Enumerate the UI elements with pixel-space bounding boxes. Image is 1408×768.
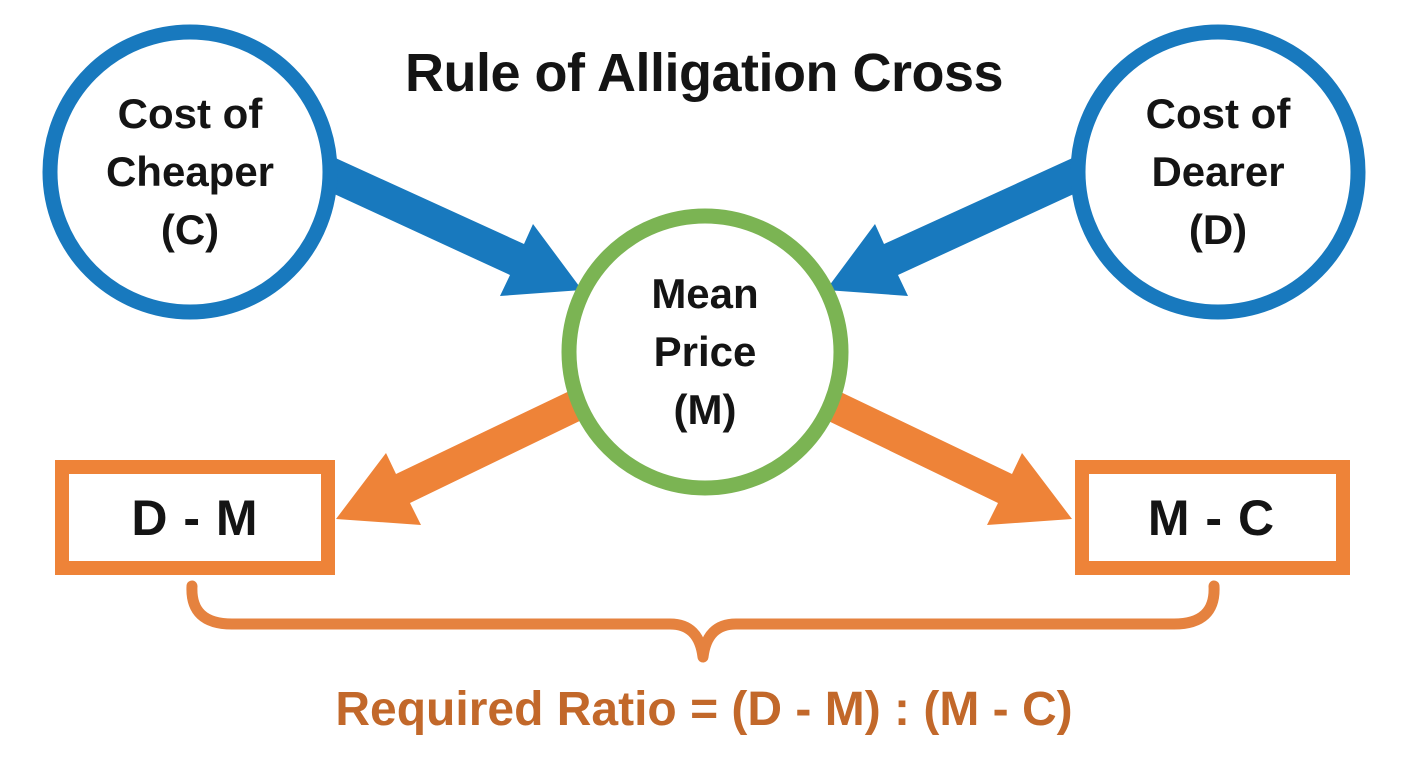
dearer-line-3: (D)	[1188, 205, 1248, 253]
arrow-cheaper-to-mean-icon	[293, 145, 582, 296]
mean-line-1: Mean	[651, 270, 759, 318]
cheaper-line-2: Cheaper	[105, 148, 275, 196]
mc-box	[1075, 460, 1350, 575]
dm-box-label: D - M	[131, 489, 259, 546]
cheaper-line-1: Cost of	[117, 90, 263, 138]
dearer-circle-label: Cost of Dearer (D)	[1068, 22, 1368, 322]
dearer-circle	[1070, 24, 1366, 320]
mean-circle	[561, 208, 849, 496]
mean-line-3: (M)	[673, 385, 737, 433]
dearer-line-1: Cost of	[1145, 90, 1291, 138]
cheaper-line-3: (C)	[160, 205, 220, 253]
cheaper-circle	[42, 24, 338, 320]
mc-box-label: M - C	[1147, 489, 1276, 546]
cheaper-circle-label: Cost of Cheaper (C)	[40, 22, 340, 322]
dm-box	[55, 460, 335, 575]
ratio-brace-icon	[186, 580, 1220, 663]
mean-line-2: Price	[653, 328, 757, 376]
diagram-title: Rule of Alligation Cross	[404, 43, 1004, 103]
dearer-line-2: Dearer	[1151, 148, 1285, 196]
arrow-mean-to-dm-icon	[336, 374, 619, 525]
arrow-mean-to-mc-icon	[789, 374, 1072, 525]
arrow-dearer-to-mean-icon	[826, 145, 1115, 296]
mean-circle-label: Mean Price (M)	[555, 202, 855, 502]
required-ratio-formula: Required Ratio = (D - M) : (M - C)	[335, 683, 1073, 736]
